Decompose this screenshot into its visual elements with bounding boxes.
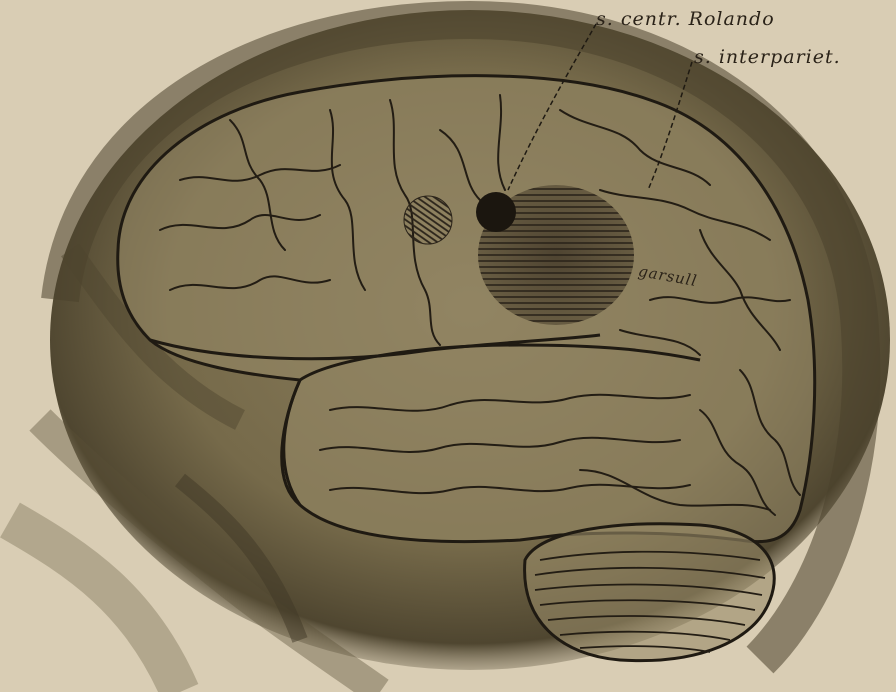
lesion-dark-spot <box>476 192 516 232</box>
label-sulcus-rolando: s. centr. Rolando <box>596 8 775 30</box>
lesion-small <box>404 196 452 244</box>
label-sulcus-interparietal: s. interpariet. <box>694 46 841 68</box>
